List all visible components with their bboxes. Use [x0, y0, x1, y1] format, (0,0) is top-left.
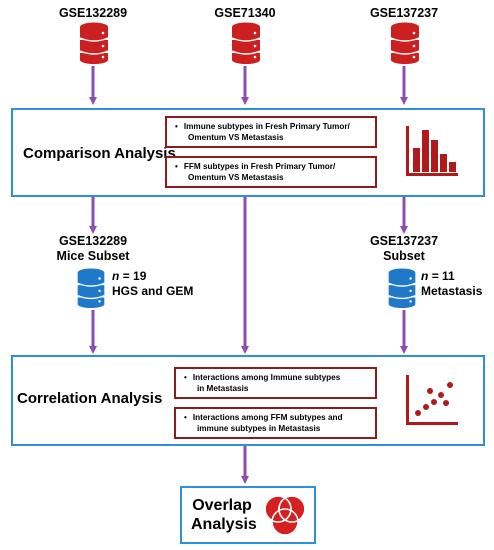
item-text-line1: Interactions among FFM subtypes and	[192, 413, 343, 422]
subset-right-title-line2: Subset	[383, 249, 425, 263]
database-icon	[77, 268, 105, 308]
n-symbol: n	[112, 269, 120, 283]
item-text-line1: Immune subtypes in Fresh Primary Tumor/	[183, 122, 350, 131]
comparison-item-ffm: •FFM subtypes in Fresh Primary Tumor/ Om…	[165, 156, 377, 188]
comparison-item-immune: •Immune subtypes in Fresh Primary Tumor/…	[165, 116, 377, 148]
overlap-title-line2: Analysis	[191, 516, 257, 533]
comparison-panel: Comparison Analysis •Immune subtypes in …	[11, 108, 485, 197]
bar-chart-icon	[406, 126, 458, 176]
overlap-panel: Overlap Analysis	[180, 486, 316, 544]
venn-diagram-icon	[264, 495, 306, 536]
correlation-item-ffm: •Interactions among FFM subtypes and imm…	[174, 407, 377, 439]
item-text-line1: FFM subtypes in Fresh Primary Tumor/	[183, 162, 336, 171]
scatter-plot-icon	[406, 375, 458, 425]
correlation-panel: Correlation Analysis •Interactions among…	[11, 355, 485, 446]
database-icon	[390, 22, 420, 64]
item-text-line2: Omentum VS Metastasis	[188, 173, 284, 182]
subset-right-title: GSE137237 Subset	[359, 234, 449, 264]
dataset-label-right: GSE137237	[369, 6, 439, 20]
overlap-title: Overlap Analysis	[191, 496, 257, 534]
database-icon	[231, 22, 261, 64]
count-value: = 11	[431, 269, 455, 283]
dataset-label-center: GSE71340	[214, 6, 276, 20]
subset-left-title-line2: Mice Subset	[56, 249, 130, 263]
overlap-title-line1: Overlap	[192, 497, 252, 514]
item-text-line2: immune subtypes in Metastasis	[197, 424, 321, 433]
subset-left-desc: HGS and GEM	[112, 284, 194, 298]
database-icon	[388, 268, 416, 308]
item-text-line2: in Metastasis	[197, 384, 249, 393]
subset-right-desc: Metastasis	[421, 284, 483, 298]
correlation-title: Correlation Analysis	[17, 390, 163, 407]
dataset-label-left: GSE132289	[58, 6, 128, 20]
subset-left-count: n = 19	[112, 269, 146, 283]
count-value: = 19	[122, 269, 147, 283]
correlation-item-immune: •Interactions among Immune subtypes in M…	[174, 367, 377, 399]
comparison-title: Comparison Analysis	[23, 145, 176, 162]
subset-left-title-line1: GSE132289	[58, 234, 128, 248]
n-symbol: n	[421, 269, 429, 283]
database-icon	[79, 22, 109, 64]
subset-right-title-line1: GSE137237	[369, 234, 439, 248]
subset-right-count: n = 11	[421, 269, 455, 283]
subset-left-title: GSE132289 Mice Subset	[48, 234, 138, 264]
item-text-line2: Omentum VS Metastasis	[188, 133, 284, 142]
item-text-line1: Interactions among Immune subtypes	[192, 373, 341, 382]
